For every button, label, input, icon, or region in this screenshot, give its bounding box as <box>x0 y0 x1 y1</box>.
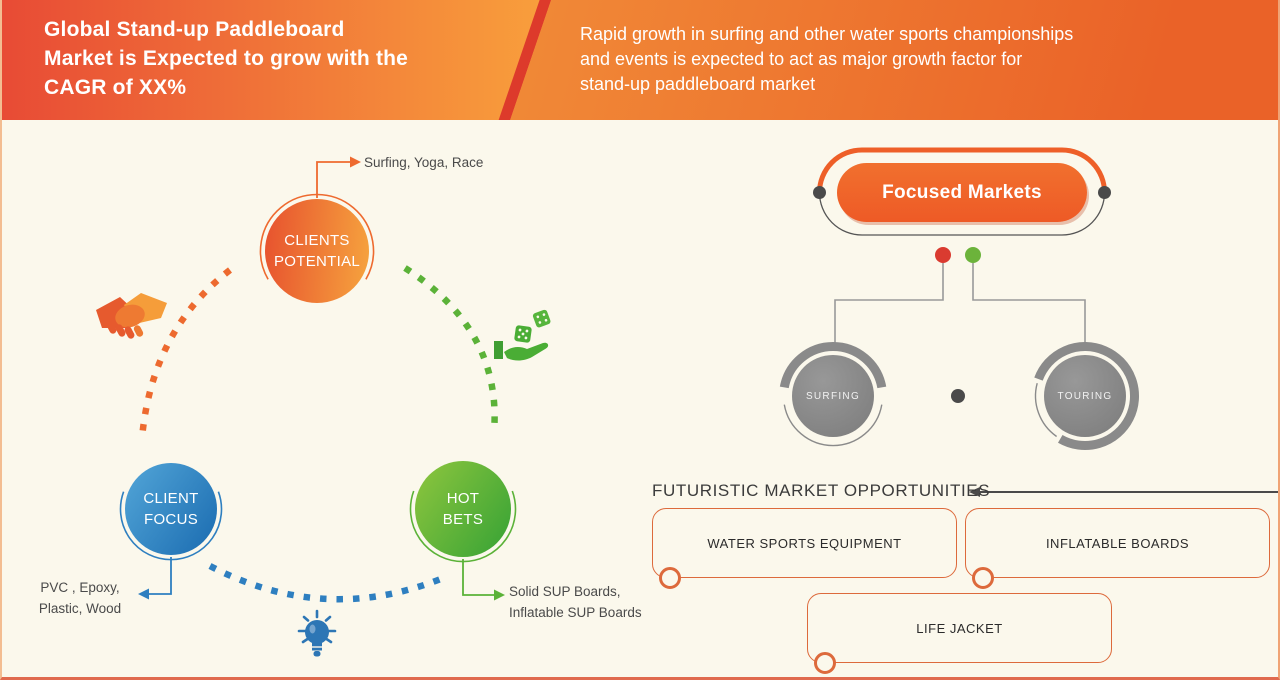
box-corner-ring-icon <box>972 567 994 589</box>
green-branch-dot <box>965 247 981 263</box>
hot-bets-connector <box>462 559 494 596</box>
tree-line-right <box>972 263 1086 351</box>
opportunity-box-life-jacket: LIFE JACKET <box>807 593 1112 663</box>
header-subtitle: Rapid growth in surfing and other water … <box>580 24 1074 94</box>
opportunities-heading: FUTURISTIC MARKET OPPORTUNITIES <box>652 481 991 500</box>
node-clients-potential: CLIENTS POTENTIAL <box>265 199 369 303</box>
clients-potential-connector <box>316 161 350 198</box>
node-touring: TOURING <box>1044 355 1126 437</box>
handshake-icon <box>96 293 167 339</box>
hand-holding-dice-icon <box>494 309 551 361</box>
header-banner: Global Stand-up Paddleboard Market is Ex… <box>2 0 1278 120</box>
callout-hot-bets: Solid SUP Boards, Inflatable SUP Boards <box>509 584 642 620</box>
box-corner-ring-icon <box>659 567 681 589</box>
red-branch-dot <box>935 247 951 263</box>
client-focus-arrowhead-icon <box>138 588 149 600</box>
center-dot <box>951 389 965 403</box>
node-hot-bets: HOT BETS <box>415 461 511 557</box>
node-client-focus: CLIENT FOCUS <box>125 463 217 555</box>
dotted-arc-green <box>403 265 498 433</box>
callout-clients-potential: Surfing, Yoga, Race <box>364 155 484 170</box>
opportunity-box-water-sports-equipment: WATER SPORTS EQUIPMENT <box>652 508 957 578</box>
lightbulb-icon <box>297 609 337 657</box>
callout-client-focus: PVC , Epoxy, Plastic, Wood <box>38 580 122 616</box>
node-surfing: SURFING <box>792 355 874 437</box>
box-corner-ring-icon <box>814 652 836 674</box>
client-focus-connector <box>149 557 172 595</box>
page-title: Global Stand-up Paddleboard Market is Ex… <box>44 18 409 99</box>
hot-bets-arrowhead-icon <box>494 589 505 601</box>
stadium-left-dot <box>813 186 826 199</box>
focused-markets-node: Focused Markets <box>837 163 1087 222</box>
dotted-arc-blue <box>208 563 450 603</box>
dotted-arc-orange <box>138 267 232 439</box>
clients-potential-arrowhead-icon <box>350 156 361 168</box>
tree-line-left <box>834 263 944 351</box>
stadium-right-dot <box>1098 186 1111 199</box>
header-right-panel <box>510 0 1278 120</box>
opportunity-box-inflatable-boards: INFLATABLE BOARDS <box>965 508 1270 578</box>
